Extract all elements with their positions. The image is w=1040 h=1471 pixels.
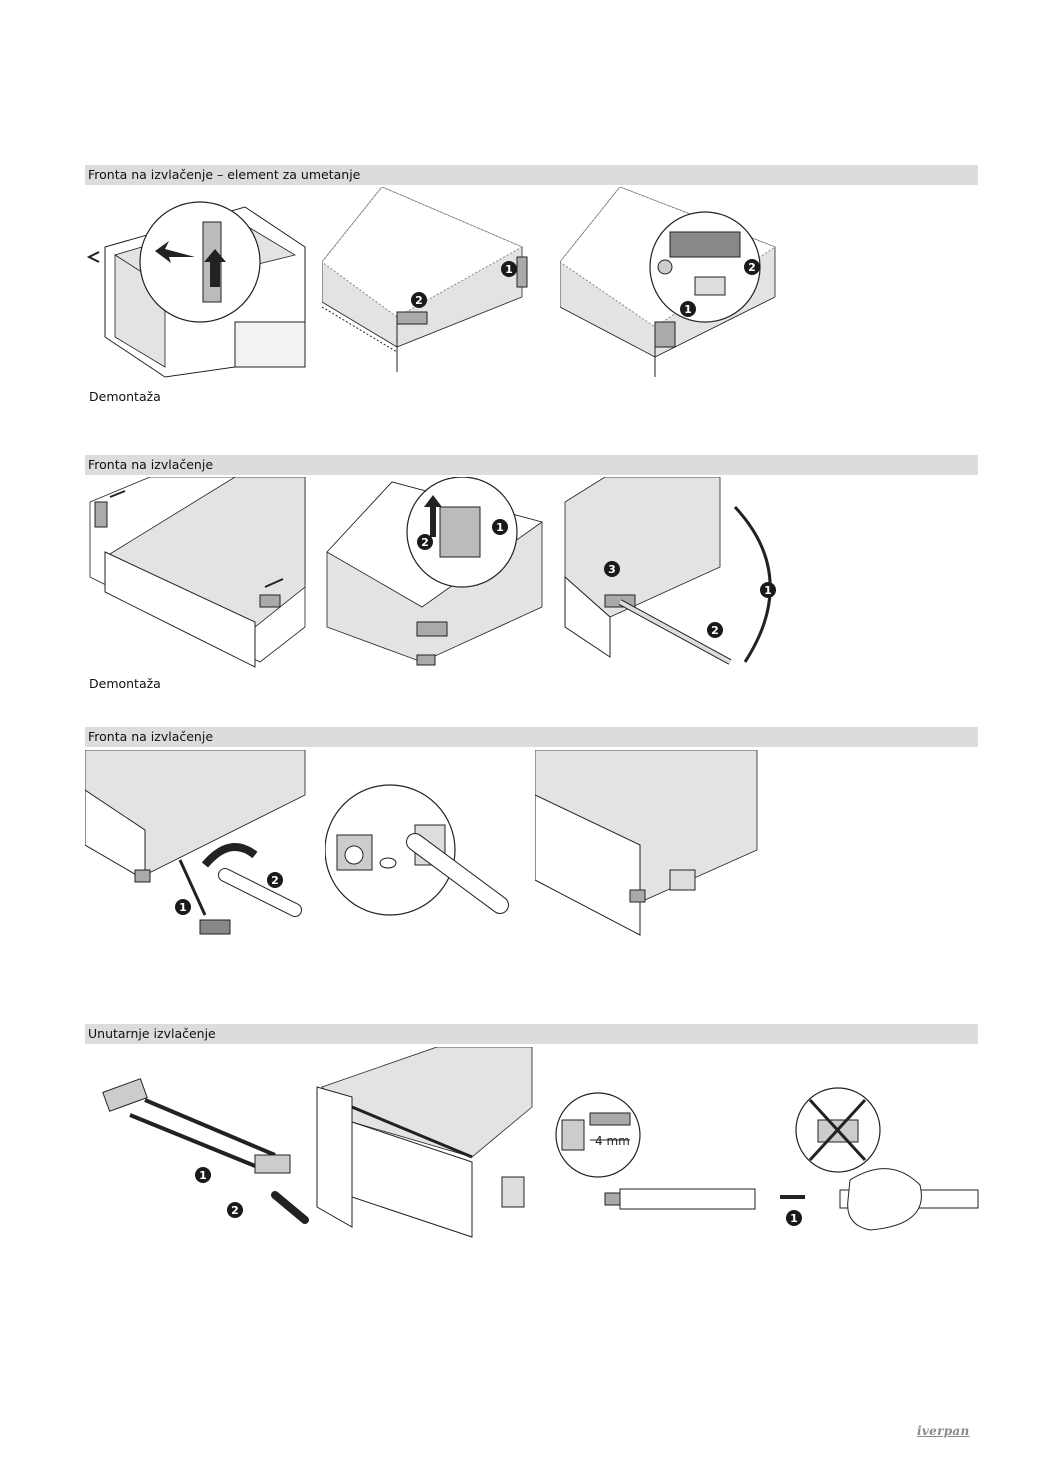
illustration-front-insert-3: 2 1 [560,187,785,382]
illustration-inner-drawer-3: 4 mm [550,1085,760,1225]
section-header-4: Unutarnje izvlačenje [85,1024,978,1044]
section-title: Fronta na izvlačenje [88,457,214,472]
step-badge-1: 1 [496,521,504,534]
step-badge-1: 1 [199,1169,207,1182]
illustration-front-2: 2 1 [322,477,547,672]
illustration-front-insert-1 [85,187,310,382]
step-badge-1: 1 [684,303,692,316]
caption-demontaza-1: Demontaža [89,389,161,404]
step-badge-2: 2 [748,261,756,274]
illustration-front-adjust-3 [535,750,760,940]
section-header-1: Fronta na izvlačenje – element za umetan… [85,165,978,185]
step-badge-2: 2 [271,874,279,887]
illustration-front-insert-2: 1 2 [322,187,542,382]
brand-logo: iverpan [917,1424,970,1438]
illustration-screwdriver-detail [325,780,515,940]
caption-demontaza-2: Demontaža [89,676,161,691]
step-badge-2: 2 [421,536,429,549]
step-badge-2: 2 [415,294,423,307]
step-badge-1: 1 [505,263,513,276]
step-badge-2: 2 [231,1204,239,1217]
dimension-label: 4 mm [595,1134,630,1148]
illustration-front-3: 3 1 2 [560,477,785,672]
step-badge-2: 2 [711,624,719,637]
step-badge-1: 1 [179,901,187,914]
step-badge-1: 1 [764,584,772,597]
illustration-inner-drawer-4: 1 [770,1085,980,1240]
illustration-inner-drawer-2 [312,1047,537,1242]
section-title: Fronta na izvlačenje – element za umetan… [88,167,361,182]
step-badge-1: 1 [790,1212,798,1225]
section-header-2: Fronta na izvlačenje [85,455,978,475]
step-badge-3: 3 [608,563,616,576]
illustration-inner-drawer-1: 1 2 [85,1070,310,1230]
section-header-3: Fronta na izvlačenje [85,727,978,747]
illustration-front-1 [85,477,310,672]
section-title: Fronta na izvlačenje [88,729,214,744]
illustration-front-adjust-1: 1 2 [85,750,310,940]
section-title: Unutarnje izvlačenje [88,1026,216,1041]
